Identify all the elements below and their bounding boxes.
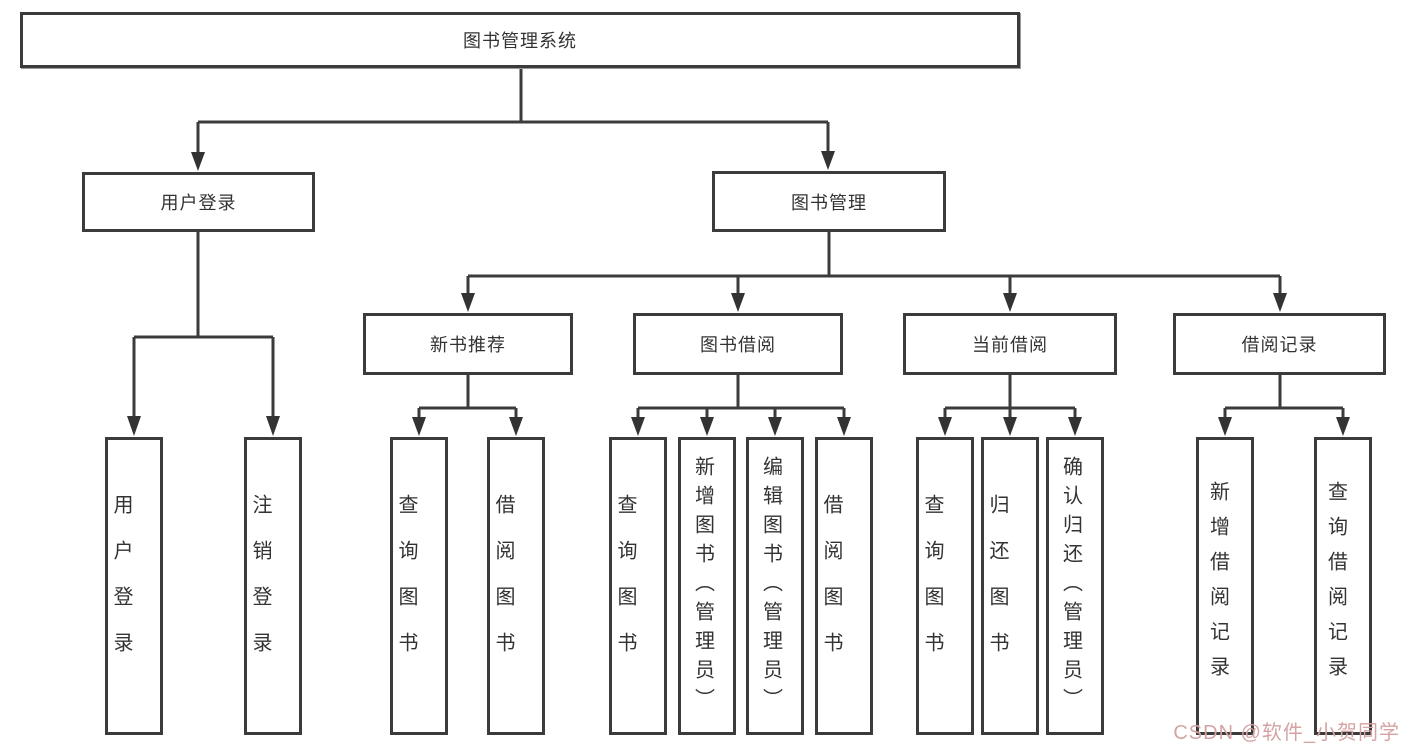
node-label: 新增图书（管理员） — [691, 455, 714, 717]
arrow-down-icon — [1273, 293, 1287, 312]
node-label: 确认归还（管理员） — [1059, 455, 1082, 717]
node-label: 归还图书 — [986, 494, 1008, 678]
connector-user-login-branch — [127, 232, 280, 436]
node-label: 用户登录 — [110, 494, 132, 678]
node-library-system: 图书管理系统 — [20, 12, 1020, 68]
connector-root-to-level2 — [191, 68, 835, 171]
leaf-add-books-admin: 新增图书（管理员） — [678, 437, 736, 735]
node-current-borrow: 当前借阅 — [903, 313, 1117, 375]
leaf-query-books-recommend: 查询图书 — [390, 437, 448, 735]
arrow-down-icon — [631, 417, 645, 436]
leaf-return-books: 归还图书 — [981, 437, 1039, 735]
connector-borrow-records-branch — [1218, 375, 1350, 436]
node-label: 图书借阅 — [700, 335, 776, 355]
arrow-down-icon — [821, 151, 835, 170]
node-label: 借阅记录 — [1241, 335, 1318, 355]
node-label: 图书管理 — [791, 192, 867, 213]
node-book-borrow: 图书借阅 — [633, 313, 843, 375]
arrow-down-icon — [412, 417, 426, 436]
node-label: 图书管理系统 — [463, 31, 577, 51]
leaf-query-borrow-record: 查询借阅记录 — [1314, 437, 1372, 735]
arrow-down-icon — [837, 417, 851, 436]
node-label: 编辑图书（管理员） — [759, 455, 782, 717]
connector-book-borrow-branch — [631, 375, 851, 436]
connector-new-book-branch — [412, 375, 523, 436]
node-label: 用户登录 — [160, 193, 237, 213]
node-label: 查询图书 — [921, 494, 943, 678]
node-label: 新书推荐 — [430, 335, 506, 355]
leaf-edit-books-admin: 编辑图书（管理员） — [746, 437, 804, 735]
arrow-down-icon — [509, 417, 523, 436]
node-borrow-records: 借阅记录 — [1173, 313, 1386, 375]
arrow-down-icon — [1003, 293, 1017, 312]
node-label: 当前借阅 — [972, 335, 1048, 355]
arrow-down-icon — [768, 417, 782, 436]
node-label: 注销登录 — [249, 494, 271, 678]
node-label: 借阅图书 — [820, 494, 842, 678]
node-user-login: 用户登录 — [82, 172, 315, 232]
node-label: 查询图书 — [395, 494, 417, 678]
leaf-confirm-return-admin: 确认归还（管理员） — [1046, 437, 1104, 735]
node-book-management: 图书管理 — [712, 171, 946, 232]
leaf-query-books-borrow: 查询图书 — [609, 437, 667, 735]
arrow-down-icon — [1218, 417, 1232, 436]
node-label: 查询借阅记录 — [1324, 481, 1347, 691]
node-label: 查询图书 — [614, 494, 636, 678]
csdn-watermark: CSDN @软件_小贺同学 — [1173, 722, 1400, 744]
arrow-down-icon — [1336, 417, 1350, 436]
leaf-logout: 注销登录 — [244, 437, 302, 735]
arrow-down-icon — [266, 416, 280, 436]
arrow-down-icon — [731, 293, 745, 312]
leaf-borrow-books: 借阅图书 — [815, 437, 873, 735]
arrow-down-icon — [1003, 417, 1017, 436]
arrow-down-icon — [938, 417, 952, 436]
leaf-query-books-current: 查询图书 — [916, 437, 974, 735]
arrow-down-icon — [700, 417, 714, 436]
arrow-down-icon — [461, 293, 475, 312]
node-label: 新增借阅记录 — [1206, 481, 1229, 691]
connector-current-borrow-branch — [938, 375, 1082, 436]
arrow-down-icon — [1068, 417, 1082, 436]
leaf-add-borrow-record: 新增借阅记录 — [1196, 437, 1254, 735]
leaf-borrow-books-recommend: 借阅图书 — [487, 437, 545, 735]
leaf-user-login: 用户登录 — [105, 437, 163, 735]
arrow-down-icon — [127, 416, 141, 436]
node-new-book-recommend: 新书推荐 — [363, 313, 573, 375]
connector-book-management-branch — [461, 232, 1287, 312]
node-label: 借阅图书 — [492, 494, 514, 678]
arrow-down-icon — [191, 152, 205, 171]
